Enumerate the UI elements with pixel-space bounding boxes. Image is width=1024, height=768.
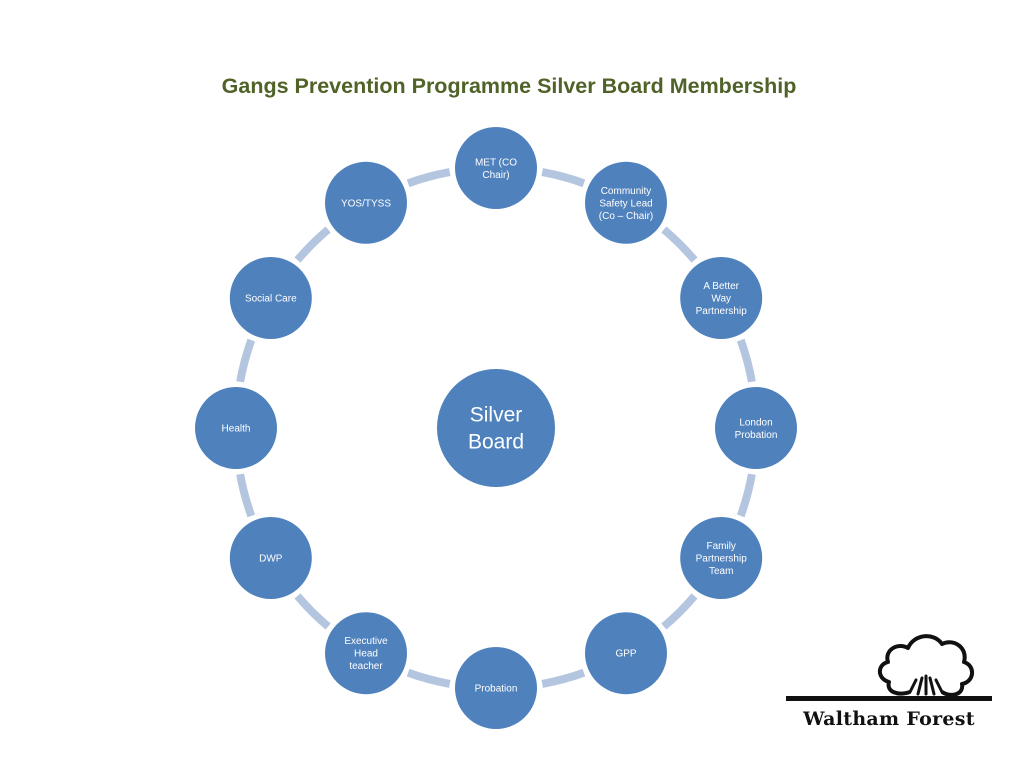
member-node-probation: Probation	[455, 647, 537, 729]
center-node-circle	[437, 369, 555, 487]
member-node-circle	[229, 257, 312, 339]
cycle-connector	[406, 168, 451, 188]
cycle-connector	[661, 226, 698, 263]
cycle-connector	[541, 168, 586, 188]
cycle-connector	[294, 593, 331, 630]
member-node-label: Probation	[475, 684, 518, 695]
cycle-connector	[541, 668, 586, 688]
member-node-circle	[325, 612, 407, 695]
member-node-dwp: DWP	[229, 517, 312, 599]
cycle-connector	[406, 668, 451, 688]
cycle-connectors	[236, 168, 756, 688]
member-node-circle	[455, 647, 537, 729]
member-node-social-care: Social Care	[229, 257, 312, 339]
member-node-label: YOS/TYSS	[341, 198, 391, 209]
cycle-connector	[736, 338, 756, 383]
page-title: Gangs Prevention Programme Silver Board …	[221, 74, 797, 98]
member-node-label: GPP	[615, 649, 636, 660]
member-node-circle	[585, 612, 667, 695]
logo-text: Waltham Forest	[803, 708, 975, 730]
member-node-circle	[585, 161, 667, 244]
cycle-connector	[736, 473, 756, 518]
member-node-circle	[195, 387, 277, 469]
tree-icon	[877, 634, 974, 697]
member-node-health: Health	[195, 387, 277, 469]
tree-trunk-icon	[908, 674, 944, 696]
member-node-label: Health	[222, 424, 251, 435]
member-node-yos-tyss: YOS/TYSS	[325, 161, 407, 244]
member-node-label: DWP	[259, 554, 283, 565]
waltham-forest-logo	[786, 634, 992, 701]
member-node-circle	[325, 161, 407, 244]
cycle-connector	[236, 338, 256, 383]
member-node-circle	[715, 387, 797, 469]
member-node-circle	[680, 257, 763, 339]
cycle-connector	[294, 226, 331, 263]
logo-ground-line	[786, 696, 992, 701]
cycle-connector	[661, 593, 698, 630]
member-node-circle	[680, 517, 763, 599]
member-node-circle	[455, 127, 537, 209]
member-node-circle	[229, 517, 312, 599]
member-node-gpp: GPP	[585, 612, 667, 695]
member-node-label: Social Care	[245, 294, 297, 305]
cycle-connector	[236, 473, 256, 518]
